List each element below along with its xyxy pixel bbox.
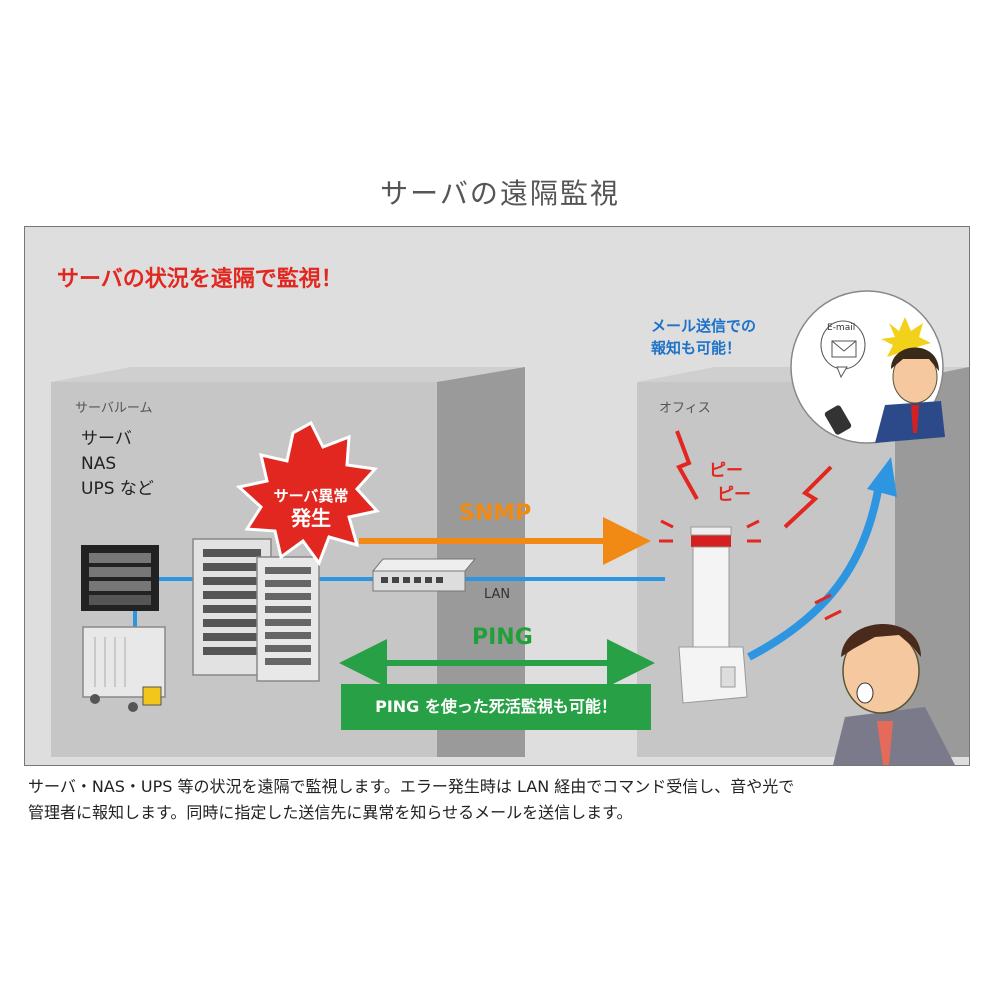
device-server: サーバ	[81, 429, 132, 449]
caption-line-2: 管理者に報知します。同時に指定した送信先に異常を知らせるメールを送信します。	[28, 803, 633, 822]
device-nas: NAS	[81, 454, 117, 474]
server-room-label: サーバルーム	[75, 401, 153, 416]
lan-label: LAN	[484, 587, 511, 602]
administrator-person-icon	[833, 623, 955, 765]
beep-line-1: ピー	[709, 461, 743, 481]
server-rack-icon	[192, 538, 320, 682]
snmp-label: SNMP	[459, 501, 532, 526]
alert-line-1: サーバ異常	[273, 487, 349, 505]
caption-line-1: サーバ・NAS・UPS 等の状況を遠隔で監視します。エラー発生時は LAN 経由…	[28, 777, 795, 796]
signal-tower-icon	[678, 526, 748, 704]
beep-text: ピー ピー	[709, 459, 751, 507]
alert-line-2: 発生	[291, 506, 331, 530]
envelope-icon	[831, 340, 857, 358]
email-bubble-label: E-mail	[827, 323, 856, 333]
flash-lines	[659, 519, 761, 543]
smartphone-icon	[824, 405, 852, 435]
office-label: オフィス	[659, 401, 711, 416]
lightning-icon-2	[783, 465, 833, 529]
ups-unit-icon	[81, 545, 159, 611]
caption: サーバ・NAS・UPS 等の状況を遠隔で監視します。エラー発生時は LAN 経由…	[28, 774, 978, 826]
page-title: サーバの遠隔監視	[380, 177, 620, 210]
headline: サーバの状況を遠隔で監視！	[57, 267, 343, 292]
mail-note-line-1: メール送信での	[651, 317, 757, 335]
device-list: サーバ NAS UPS など	[81, 427, 154, 502]
email-notification-circle	[790, 290, 945, 444]
network-switch-icon	[371, 558, 477, 592]
mail-arrow	[747, 484, 883, 661]
mail-note-line-2: 報知も可能！	[651, 339, 742, 357]
beep-line-2: ピー	[717, 485, 751, 505]
lightning-icon	[675, 430, 699, 500]
nas-unit-icon	[82, 626, 166, 712]
device-ups: UPS など	[81, 479, 154, 499]
diagram-frame: サーバの状況を遠隔で監視！ サーバルーム オフィス サーバ NAS UPS など…	[24, 226, 970, 766]
ping-note: PING を使った死活監視も可能！	[341, 684, 651, 730]
mail-note: メール送信での 報知も可能！	[651, 315, 756, 359]
ping-label: PING	[472, 625, 533, 650]
alert-burst-text: サーバ異常 発生	[251, 485, 371, 529]
alert-burst	[235, 420, 380, 567]
